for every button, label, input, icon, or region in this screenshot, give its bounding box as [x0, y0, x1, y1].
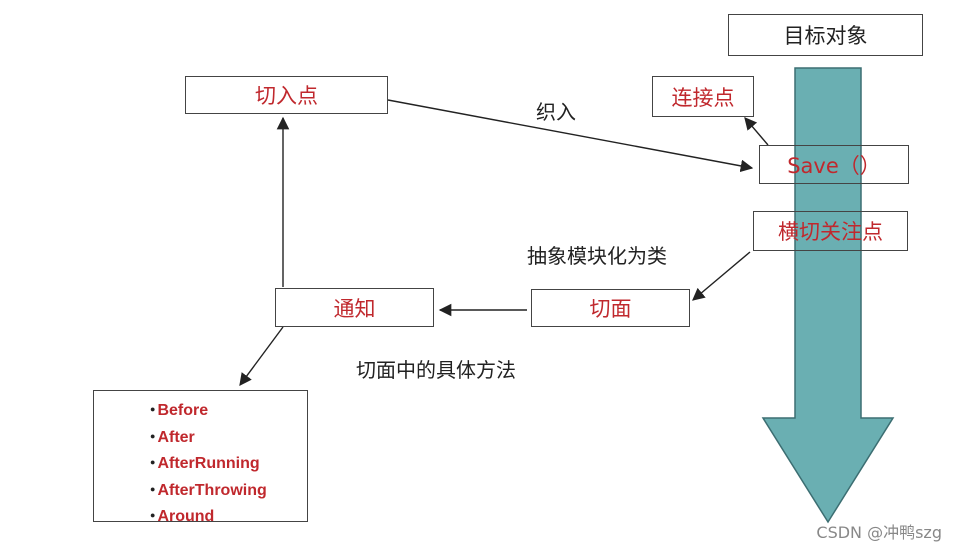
advice-type-item: Around — [150, 503, 267, 530]
abstract-modularize-label: 抽象模块化为类 — [527, 244, 667, 268]
advice-types-list: Before After AfterRunning AfterThrowing … — [150, 397, 267, 530]
cross-cutting-concern-node: 横切关注点 — [753, 211, 908, 251]
aspect-methods-label: 切面中的具体方法 — [356, 358, 516, 382]
target-object-node: 目标对象 — [728, 14, 923, 56]
advice-type-item: AfterThrowing — [150, 477, 266, 504]
save-node: Save（） — [759, 145, 909, 184]
weaving-arrow — [387, 99, 754, 173]
big-down-arrow — [761, 67, 895, 524]
advice-node: 通知 — [275, 288, 434, 327]
advice-type-item: Before — [150, 397, 267, 424]
advice-type-item: AfterRunning — [150, 450, 267, 477]
concern-to-aspect-arrow — [692, 251, 751, 301]
advice-type-item: After — [150, 424, 267, 451]
watermark: CSDN @冲鸭szg — [816, 523, 942, 542]
weaving-label: 织入 — [536, 100, 576, 124]
advice-to-types-arrow — [239, 326, 284, 387]
pointcut-node: 切入点 — [185, 76, 388, 114]
join-point-node: 连接点 — [652, 76, 754, 117]
advice-types-box: Before After AfterRunning AfterThrowing … — [93, 390, 308, 525]
aspect-node: 切面 — [531, 289, 690, 327]
save-to-joinpoint-arrow — [744, 117, 769, 146]
